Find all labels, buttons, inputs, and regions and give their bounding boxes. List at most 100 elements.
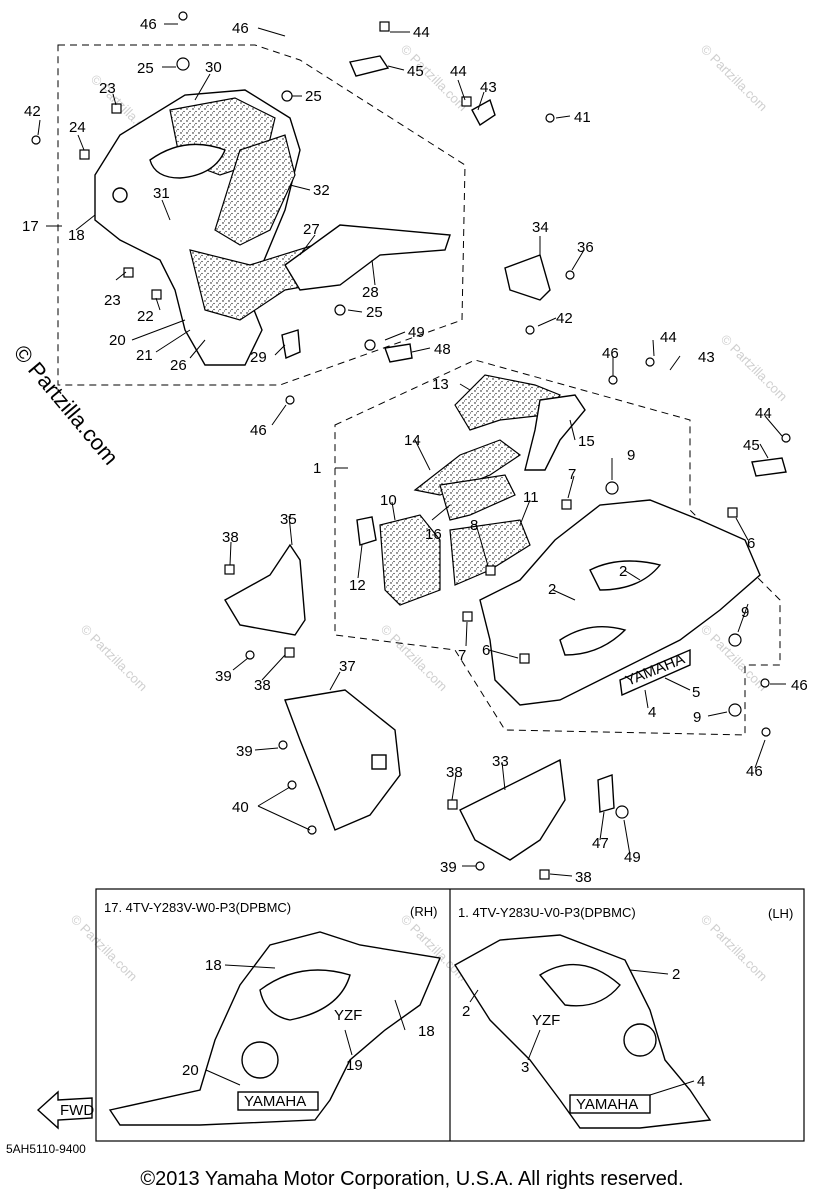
callout-label: 42 bbox=[556, 310, 573, 327]
panel-15 bbox=[524, 394, 586, 471]
callout-label: 24 bbox=[69, 119, 86, 136]
lh-callout: 4 bbox=[697, 1073, 705, 1090]
screw-42 bbox=[525, 325, 535, 335]
grommet-25 bbox=[334, 304, 346, 316]
bg-watermark: © Partzilla.com bbox=[698, 912, 771, 985]
lh-vent bbox=[538, 963, 621, 1007]
callout-label: 35 bbox=[280, 511, 297, 528]
clip-23 bbox=[111, 103, 122, 114]
group-17-outline bbox=[57, 44, 466, 386]
callout-label: 43 bbox=[698, 349, 715, 366]
left-under-cowling-assembly: YAMAHA bbox=[356, 374, 761, 706]
panel-16 bbox=[439, 474, 516, 521]
callout-label: 38 bbox=[575, 869, 592, 886]
callout-label: 32 bbox=[313, 182, 330, 199]
clip-22 bbox=[151, 289, 162, 300]
callout-label: 44 bbox=[450, 63, 467, 80]
callout-label: 5 bbox=[692, 684, 700, 701]
callout-label: 23 bbox=[104, 292, 121, 309]
rh-duct bbox=[241, 1041, 279, 1079]
vent-2b bbox=[559, 625, 627, 656]
callout-label: 40 bbox=[232, 799, 249, 816]
callout-label: 45 bbox=[743, 437, 760, 454]
lh-callout: 3 bbox=[521, 1059, 529, 1076]
clip-6 bbox=[519, 653, 530, 664]
callout-label: 33 bbox=[492, 753, 509, 770]
grommet-25 bbox=[281, 90, 293, 102]
callout-label: 34 bbox=[532, 219, 549, 236]
vent-2a bbox=[589, 560, 662, 591]
callout-label: 41 bbox=[574, 109, 591, 126]
callout-label: 11 bbox=[523, 489, 539, 506]
panel-10 bbox=[379, 514, 441, 606]
screw-44 bbox=[461, 96, 472, 107]
bg-watermark: © Partzilla.com bbox=[378, 622, 451, 695]
rh-callout: 18 bbox=[418, 1023, 435, 1040]
callout-label: 12 bbox=[349, 577, 366, 594]
under-cowling-2 bbox=[479, 499, 761, 706]
bg-watermark: © Partzilla.com bbox=[68, 912, 141, 985]
callout-label: 46 bbox=[232, 20, 249, 37]
bg-watermark: © Partzilla.com bbox=[718, 332, 791, 405]
callout-label: 38 bbox=[254, 677, 271, 694]
grommet-9 bbox=[605, 481, 619, 495]
callout-label: 38 bbox=[222, 529, 239, 546]
screw-46 bbox=[761, 727, 771, 737]
callout-label: 42 bbox=[24, 103, 41, 120]
bracket-33 bbox=[459, 758, 566, 861]
callout-label: 49 bbox=[408, 324, 425, 341]
clip-38 bbox=[284, 647, 295, 658]
callout-label: 27 bbox=[303, 221, 320, 238]
bracket-48 bbox=[384, 343, 413, 363]
screw-42 bbox=[31, 135, 41, 145]
grommet-9 bbox=[728, 633, 742, 647]
plate-45-upper bbox=[349, 55, 390, 77]
screw-44 bbox=[379, 21, 390, 32]
callout-label: 49 bbox=[624, 849, 641, 866]
clip-7 bbox=[462, 611, 473, 622]
lh-yamaha-logo bbox=[569, 1094, 651, 1114]
side-cover-37 bbox=[284, 689, 401, 831]
callout-label: 48 bbox=[434, 341, 451, 358]
side-cover-35 bbox=[224, 543, 306, 636]
callout-label: 31 bbox=[153, 185, 170, 202]
callout-label: 43 bbox=[480, 79, 497, 96]
callout-label: 25 bbox=[366, 304, 383, 321]
callout-label: 39 bbox=[236, 743, 253, 760]
lower-extension bbox=[284, 224, 451, 291]
rh-callout: 20 bbox=[182, 1062, 199, 1079]
lh-duct bbox=[623, 1023, 657, 1057]
lh-yamaha-text: YAMAHA bbox=[576, 1096, 638, 1113]
screw-46 bbox=[608, 375, 618, 385]
callout-label: 14 bbox=[404, 432, 421, 449]
leader-lines bbox=[37, 23, 786, 877]
callout-label: 47 bbox=[592, 835, 609, 852]
callout-label: 20 bbox=[109, 332, 126, 349]
callout-label: 6 bbox=[747, 535, 755, 552]
nut-49 bbox=[364, 339, 376, 351]
cover-37-cutout bbox=[371, 754, 387, 770]
plate-45-lower bbox=[751, 457, 787, 477]
rh-yamaha-text: YAMAHA bbox=[244, 1093, 306, 1110]
clip-38 bbox=[539, 869, 550, 880]
bracket-34 bbox=[504, 254, 551, 301]
callout-label: 16 bbox=[425, 526, 442, 543]
callout-label: 13 bbox=[432, 376, 449, 393]
callout-label: 18 bbox=[68, 227, 85, 244]
callout-label: 46 bbox=[250, 422, 267, 439]
bracket-47 bbox=[597, 774, 615, 813]
hardware bbox=[31, 11, 791, 880]
callout-label: 7 bbox=[568, 466, 576, 483]
callout-label: 46 bbox=[602, 345, 619, 362]
callout-label: 39 bbox=[440, 859, 457, 876]
callout-label: 44 bbox=[413, 24, 430, 41]
copyright-notice: ©2013 Yamaha Motor Corporation, U.S.A. A… bbox=[140, 1168, 684, 1190]
panel-11 bbox=[449, 519, 531, 586]
lh-cowling-illustration bbox=[454, 934, 712, 1129]
panel-14 bbox=[413, 439, 522, 496]
screw-39 bbox=[245, 650, 255, 660]
rh-callout: 19 bbox=[346, 1057, 363, 1074]
screw-40 bbox=[307, 825, 317, 835]
callout-label: 9 bbox=[741, 604, 749, 621]
callout-label: 1 bbox=[313, 460, 321, 477]
